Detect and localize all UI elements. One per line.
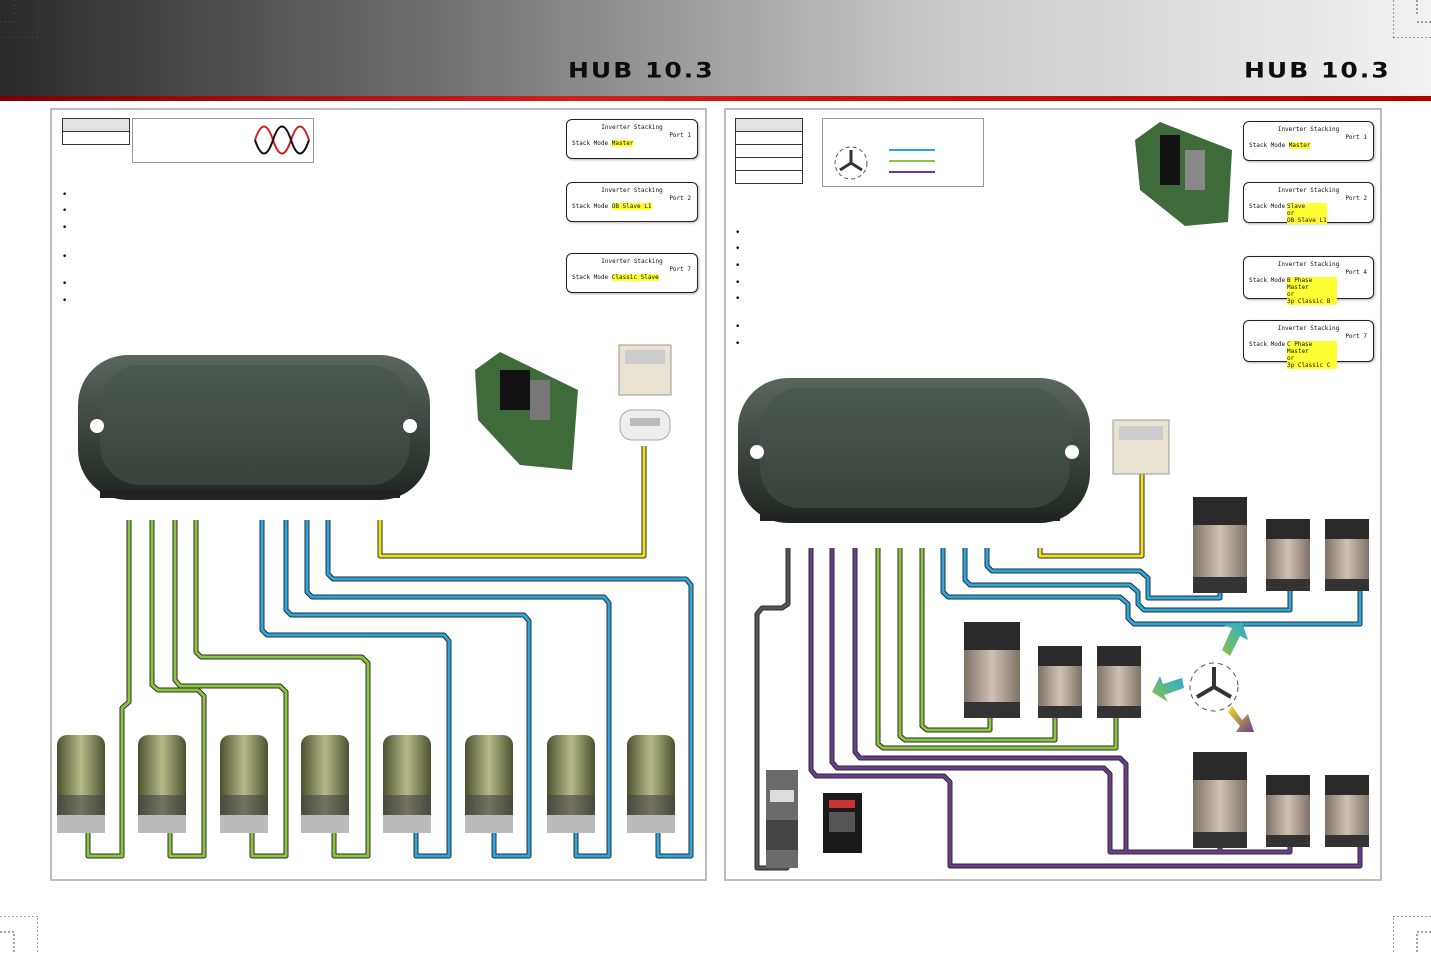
lcd-title: Inverter Stacking — [1277, 187, 1340, 194]
lcd-mode-row: Stack Mode Master — [572, 140, 634, 147]
bullet: • — [735, 294, 741, 304]
right-wire-group — [754, 472, 1363, 871]
bullet: • — [735, 278, 741, 288]
lcd-mode-value: OB Slave L1 — [1287, 217, 1327, 224]
lcd-stack-screen-port7: Inverter Stacking Port 7 Stack Mode Clas… — [566, 253, 698, 293]
lcd-mode-values: C Phase Master or 3p Classic C — [1287, 341, 1337, 369]
lcd-stack-screen-port1: Inverter Stacking Port 1 Stack Mode Mast… — [566, 119, 698, 159]
lcd-mode-row: Stack Mode Classic Slave — [572, 274, 659, 281]
lcd-mode-value: Classic Slave — [611, 274, 659, 281]
bullet: • — [735, 322, 741, 332]
lcd-mode-values: B Phase Master or 3p Classic B — [1287, 277, 1337, 305]
lcd-title: Inverter Stacking — [1277, 325, 1340, 332]
lcd-port: Port 1 — [669, 132, 691, 139]
lcd-mode-value: OB Slave L1 — [611, 203, 652, 210]
lcd-stack-screen-port2: Inverter Stacking Port 2 Stack Mode OB S… — [566, 182, 698, 222]
lcd-mode-label: Stack Mode — [572, 140, 609, 147]
left-wire-group — [85, 446, 694, 859]
lcd-title: Inverter Stacking — [601, 258, 663, 265]
three-phase-rotation-icon — [834, 146, 935, 180]
left-charge-controller-row — [57, 735, 675, 833]
lcd-port: Port 1 — [1345, 134, 1367, 141]
lcd-mode-values: Slave or OB Slave L1 — [1287, 203, 1327, 224]
lcd-mode-label: Stack Mode — [572, 203, 609, 210]
right-stacking-jumper-board-icon — [1135, 122, 1232, 226]
lcd-stack-screen-port1: Inverter Stacking Port 1 Stack Mode Mast… — [1243, 121, 1374, 161]
lcd-mode-value: or — [1287, 355, 1337, 362]
lcd-title: Inverter Stacking — [1277, 261, 1340, 268]
lcd-mode-row: Stack Mode Slave or OB Slave L1 — [1249, 203, 1327, 224]
bullet: • — [62, 252, 68, 262]
bullet: • — [62, 190, 68, 200]
bullet: • — [62, 279, 68, 289]
left-legend-table — [62, 118, 130, 145]
left-mate-display-icon — [618, 344, 672, 396]
right-inverter-group-phase-b — [964, 622, 1141, 718]
right-inverter-group-phase-a — [1193, 497, 1369, 593]
lcd-mode-value: Master — [1288, 142, 1311, 149]
bullet: • — [735, 244, 741, 254]
lcd-mode-value: 3p Classic C — [1287, 362, 1337, 369]
lcd-port: Port 7 — [1345, 333, 1367, 340]
lcd-port: Port 2 — [669, 195, 691, 202]
lcd-mode-row: Stack Mode B Phase Master or 3p Classic … — [1249, 277, 1337, 305]
left-stacking-jumper-board-icon — [475, 352, 578, 470]
lcd-mode-label: Stack Mode — [1249, 142, 1286, 149]
lcd-stack-screen-port7: Inverter Stacking Port 7 Stack Mode C Ph… — [1243, 320, 1374, 369]
bullet: • — [62, 206, 68, 216]
lcd-mode-value: or — [1287, 210, 1327, 217]
right-charge-controller-icon — [766, 770, 798, 868]
right-legend-table — [735, 118, 803, 184]
right-mate-display-icon — [1112, 419, 1170, 475]
right-hub-device-icon — [738, 378, 1090, 523]
lcd-port: Port 2 — [1345, 195, 1367, 202]
lcd-mode-value: Master — [611, 140, 634, 147]
lcd-mode-label: Stack Mode — [1249, 341, 1286, 348]
lcd-mode-label: Stack Mode — [572, 274, 609, 281]
lcd-mode-row: Stack Mode C Phase Master or 3p Classic … — [1249, 341, 1337, 369]
header-accent-line — [0, 96, 1431, 101]
left-sine-legend — [132, 118, 314, 163]
lcd-mode-row: Stack Mode OB Slave L1 — [572, 203, 652, 210]
lcd-mode-value: 3p Classic B — [1287, 298, 1337, 305]
lcd-port: Port 7 — [669, 266, 691, 273]
lcd-mode-label: Stack Mode — [1249, 277, 1286, 284]
lcd-mode-value: B Phase Master — [1287, 277, 1337, 291]
lcd-title: Inverter Stacking — [1277, 126, 1340, 133]
lcd-mode-label: Stack Mode — [1249, 203, 1286, 210]
lcd-title: Inverter Stacking — [601, 187, 663, 194]
crop-mark-icon — [0, 916, 38, 954]
lcd-stack-screen-port2: Inverter Stacking Port 2 Stack Mode Slav… — [1243, 182, 1374, 224]
crop-mark-icon — [1393, 916, 1431, 954]
right-phase-legend — [822, 118, 984, 187]
left-mate3-remote-icon — [619, 409, 671, 441]
bullet: • — [735, 228, 741, 238]
sine-wave-icon — [254, 125, 310, 155]
lcd-title: Inverter Stacking — [601, 124, 663, 131]
left-hub-device-icon — [78, 355, 430, 500]
lcd-stack-screen-port4: Inverter Stacking Port 4 Stack Mode B Ph… — [1243, 256, 1374, 305]
lcd-mode-value: Slave — [1287, 203, 1327, 210]
lcd-port: Port 4 — [1345, 269, 1367, 276]
lcd-mode-value: C Phase Master — [1287, 341, 1337, 355]
bullet: • — [62, 223, 68, 233]
bullet: • — [62, 296, 68, 306]
lcd-mode-value: or — [1287, 291, 1337, 298]
bullet: • — [735, 261, 741, 271]
header-banner — [0, 0, 1431, 98]
right-inverter-group-phase-c — [1193, 752, 1369, 848]
bullet: • — [735, 339, 741, 349]
page-title-left: HUB 10.3 — [568, 58, 715, 83]
page-title-right: HUB 10.3 — [1244, 58, 1391, 83]
right-flexnet-monitor-icon — [823, 793, 862, 853]
three-phase-rotation-icon — [1152, 622, 1254, 732]
lcd-mode-row: Stack Mode Master — [1249, 142, 1311, 149]
